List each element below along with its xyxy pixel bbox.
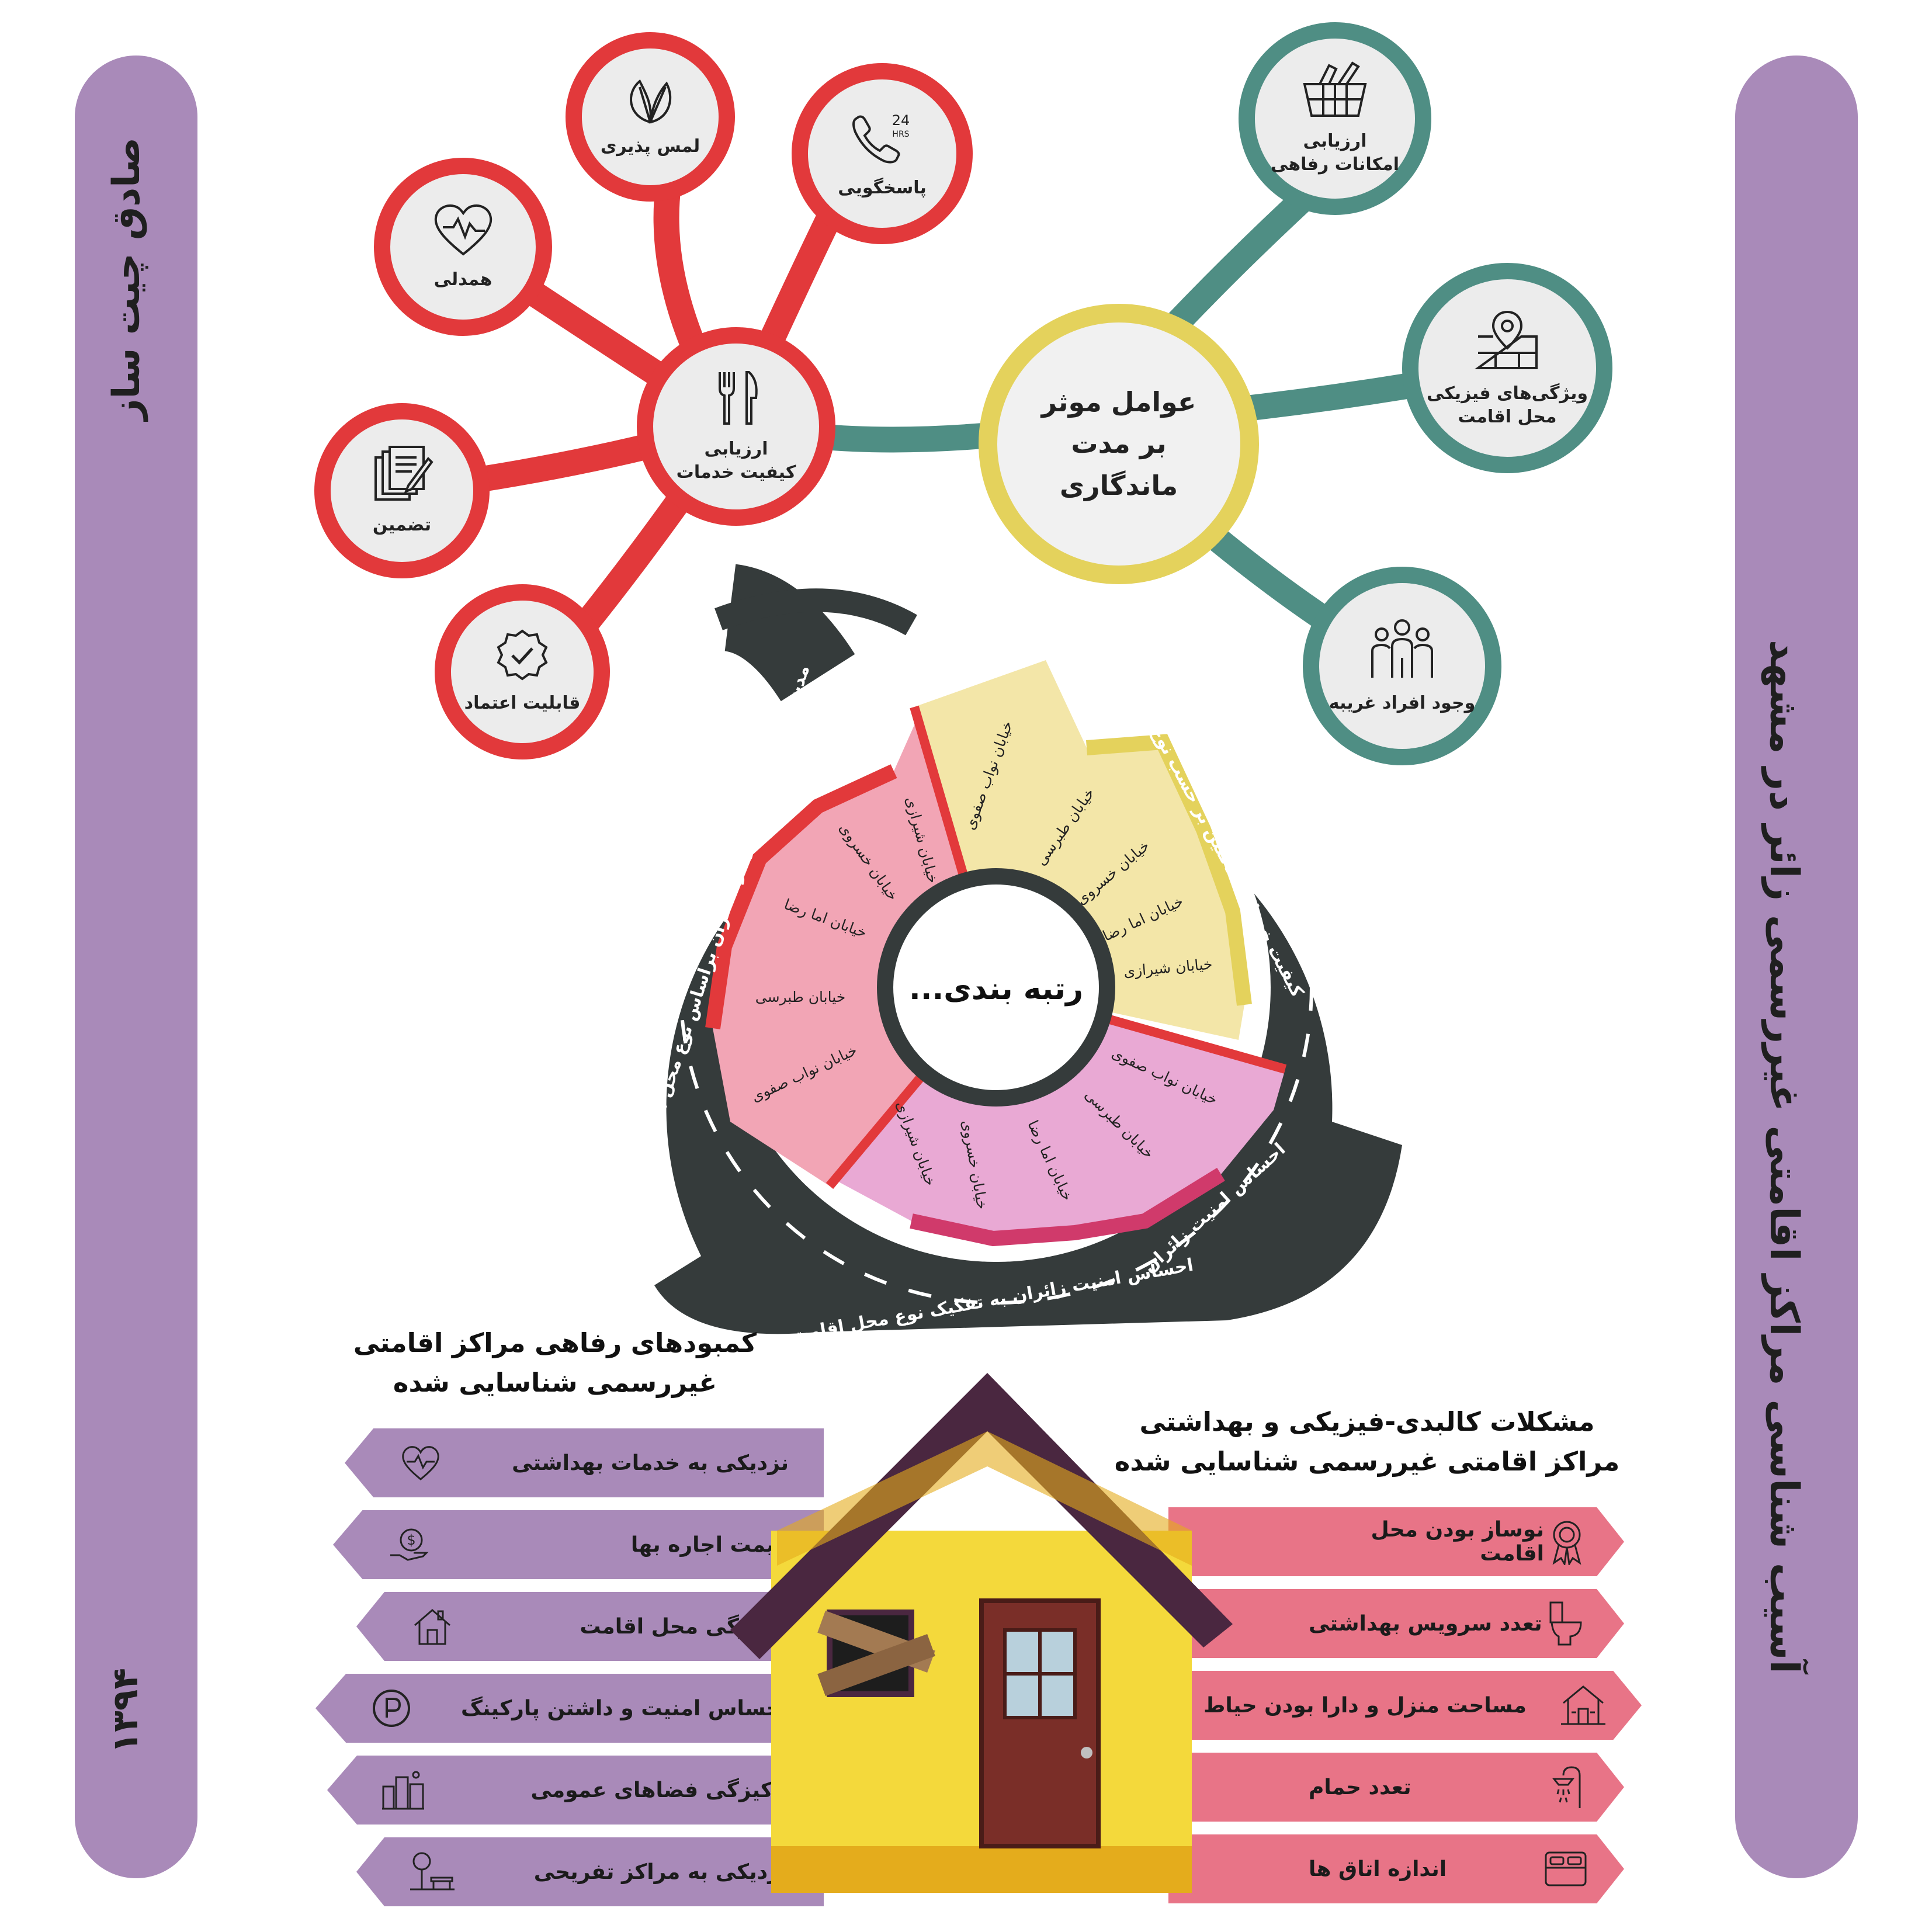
left-bar-6: نزدیکی به مراکز تفریحی bbox=[356, 1837, 824, 1906]
badge-check-icon bbox=[497, 629, 548, 681]
right-bar-label: تعدد سرویس بهداشتی bbox=[1309, 1611, 1542, 1636]
node-label-line2: محل اقامت bbox=[1458, 407, 1557, 427]
right-bar-2: تعدد سرویس بهداشتی bbox=[1168, 1589, 1624, 1658]
node-label: لمس پذیری bbox=[600, 136, 700, 157]
wheel-center-label: رتبه بندی... bbox=[909, 972, 1083, 1007]
left-bar-label: احساس امنیت و داشتن پارکینگ bbox=[460, 1696, 789, 1721]
node-label: تضمین bbox=[372, 514, 432, 535]
node-label-line1: وجود افراد غریبه bbox=[1329, 692, 1476, 713]
left-section-heading: کمبودهای رفاهی مراکز اقامتی غیررسمی شناس… bbox=[327, 1323, 783, 1402]
right-heading-line1: مشکلات کالبدی-فیزیکی و بهداشتی bbox=[1139, 1406, 1595, 1437]
node-label: قابلیت اعتماد bbox=[464, 692, 581, 713]
left-bar-4: احساس امنیت و داشتن پارکینگ bbox=[315, 1674, 824, 1743]
phone-badge: 24 bbox=[892, 112, 910, 129]
left-sidebar: صادق چیت ساز ۱۳۹۴ bbox=[75, 56, 197, 1878]
park-bench-icon bbox=[410, 1852, 455, 1891]
wheel-center bbox=[877, 868, 1115, 1107]
map-pin-icon bbox=[1474, 310, 1538, 369]
fork-knife-icon bbox=[719, 370, 758, 425]
parking-icon bbox=[373, 1690, 410, 1727]
node-label: پاسخگویی bbox=[838, 177, 927, 198]
people-group-icon bbox=[1371, 619, 1433, 678]
dollar-hand-icon: $ bbox=[390, 1528, 429, 1561]
left-bar-label: پاکیزگی محل اقامت bbox=[580, 1614, 789, 1639]
road-top-piece bbox=[714, 588, 917, 636]
node-label: همدلی bbox=[433, 269, 492, 290]
node-label-line1: ویژگی‌های فیزیکی bbox=[1427, 383, 1588, 404]
right-section-heading: مشکلات کالبدی-فیزیکی و بهداشتی مراکز اقا… bbox=[1104, 1402, 1630, 1481]
shower-icon bbox=[1552, 1766, 1581, 1808]
right-bar-3: مساحت منزل و دارا بودن حیاط bbox=[1168, 1671, 1642, 1740]
award-ribbon-icon bbox=[1552, 1521, 1581, 1565]
heart-pulse-icon bbox=[402, 1446, 439, 1480]
leaf-icon bbox=[630, 79, 672, 124]
left-bar-3: پاکیزگی محل اقامت bbox=[356, 1592, 824, 1661]
right-bar-label: مساحت منزل و دارا بودن حیاط bbox=[1203, 1693, 1527, 1718]
node-label-line1: ارزیابی bbox=[1303, 130, 1367, 151]
node-label-line2: امکانات رفاهی bbox=[1270, 154, 1400, 175]
bed-icon bbox=[1545, 1851, 1587, 1886]
right-bar-5: اندازه اتاق ها bbox=[1168, 1834, 1624, 1903]
left-heading-line2: غیررسمی شناسایی شده bbox=[393, 1366, 717, 1398]
hub-label-line1: ارزیابی bbox=[704, 438, 768, 459]
city-icon bbox=[382, 1771, 424, 1810]
right-bar-4: تعدد حمام bbox=[1168, 1753, 1624, 1822]
basket-icon bbox=[1303, 61, 1367, 117]
phone-badge-sub: HRS bbox=[892, 130, 909, 139]
left-bar-2: قیمت اجاره بها $ bbox=[333, 1510, 824, 1579]
hub-label-line2: کیفیت خدمات bbox=[676, 462, 796, 483]
right-sidebar: آسیب شناسی مراکز اقامتی غیررسمی زائر در … bbox=[1735, 56, 1858, 1878]
left-bar-1: نزدیکی به خدمات بهداشتی bbox=[345, 1428, 824, 1497]
left-bar-label: قیمت اجاره بها bbox=[630, 1532, 789, 1557]
toilet-icon bbox=[1549, 1601, 1582, 1646]
left-heading-line1: کمبودهای رفاهی مراکز اقامتی bbox=[353, 1327, 757, 1358]
svg-text:$: $ bbox=[407, 1532, 415, 1548]
right-bar-1: نوساز بودن محل اقامت bbox=[1168, 1507, 1624, 1576]
pink-street-4: خیابان طبرسی bbox=[755, 988, 846, 1005]
right-bar-label: نوساز بودن محل اقامت bbox=[1371, 1518, 1545, 1566]
heart-icon bbox=[434, 204, 492, 256]
document-pen-icon bbox=[374, 445, 433, 501]
house-yard-icon bbox=[1561, 1685, 1605, 1725]
road-lane-marks bbox=[679, 670, 1313, 1305]
house-icon bbox=[414, 1609, 450, 1645]
right-bar-label: اندازه اتاق ها bbox=[1309, 1857, 1447, 1881]
left-bar-label: نزدیکی به خدمات بهداشتی bbox=[512, 1451, 789, 1475]
left-bar-label: پاکیزگی فضاهای عمومی bbox=[530, 1778, 789, 1802]
right-bar-label: تعدد حمام bbox=[1309, 1775, 1411, 1799]
left-bar-5: پاکیزگی فضاهای عمومی bbox=[327, 1756, 824, 1825]
page-title: آسیب شناسی مراکز اقامتی غیررسمی زائر در … bbox=[1761, 640, 1807, 1674]
left-bar-label: نزدیکی به مراکز تفریحی bbox=[533, 1860, 789, 1884]
right-heading-line2: مراکز اقامتی غیررسمی شناسایی شده bbox=[1114, 1445, 1620, 1477]
node-strangers: وجود افراد غریبه bbox=[1303, 567, 1501, 765]
center-label: عوامل موثر بر مدت ماندگاری bbox=[1041, 386, 1196, 501]
